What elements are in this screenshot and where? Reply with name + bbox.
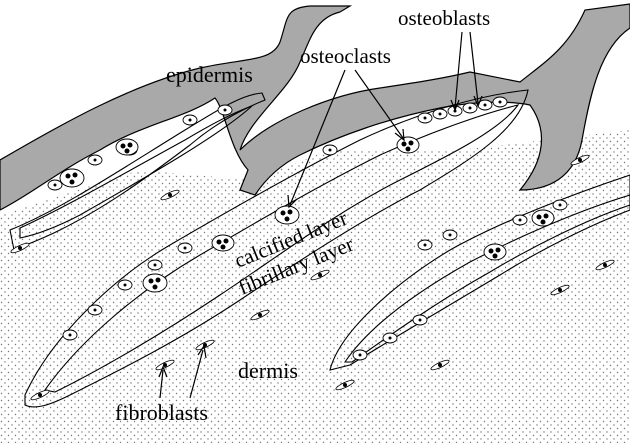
label-fibroblasts: fibroblasts [115,400,208,425]
label-epidermis: epidermis [166,62,253,87]
label-dermis: dermis [238,358,298,383]
label-osteoblasts: osteoblasts [398,6,490,30]
label-osteoclasts: osteoclasts [300,44,391,68]
